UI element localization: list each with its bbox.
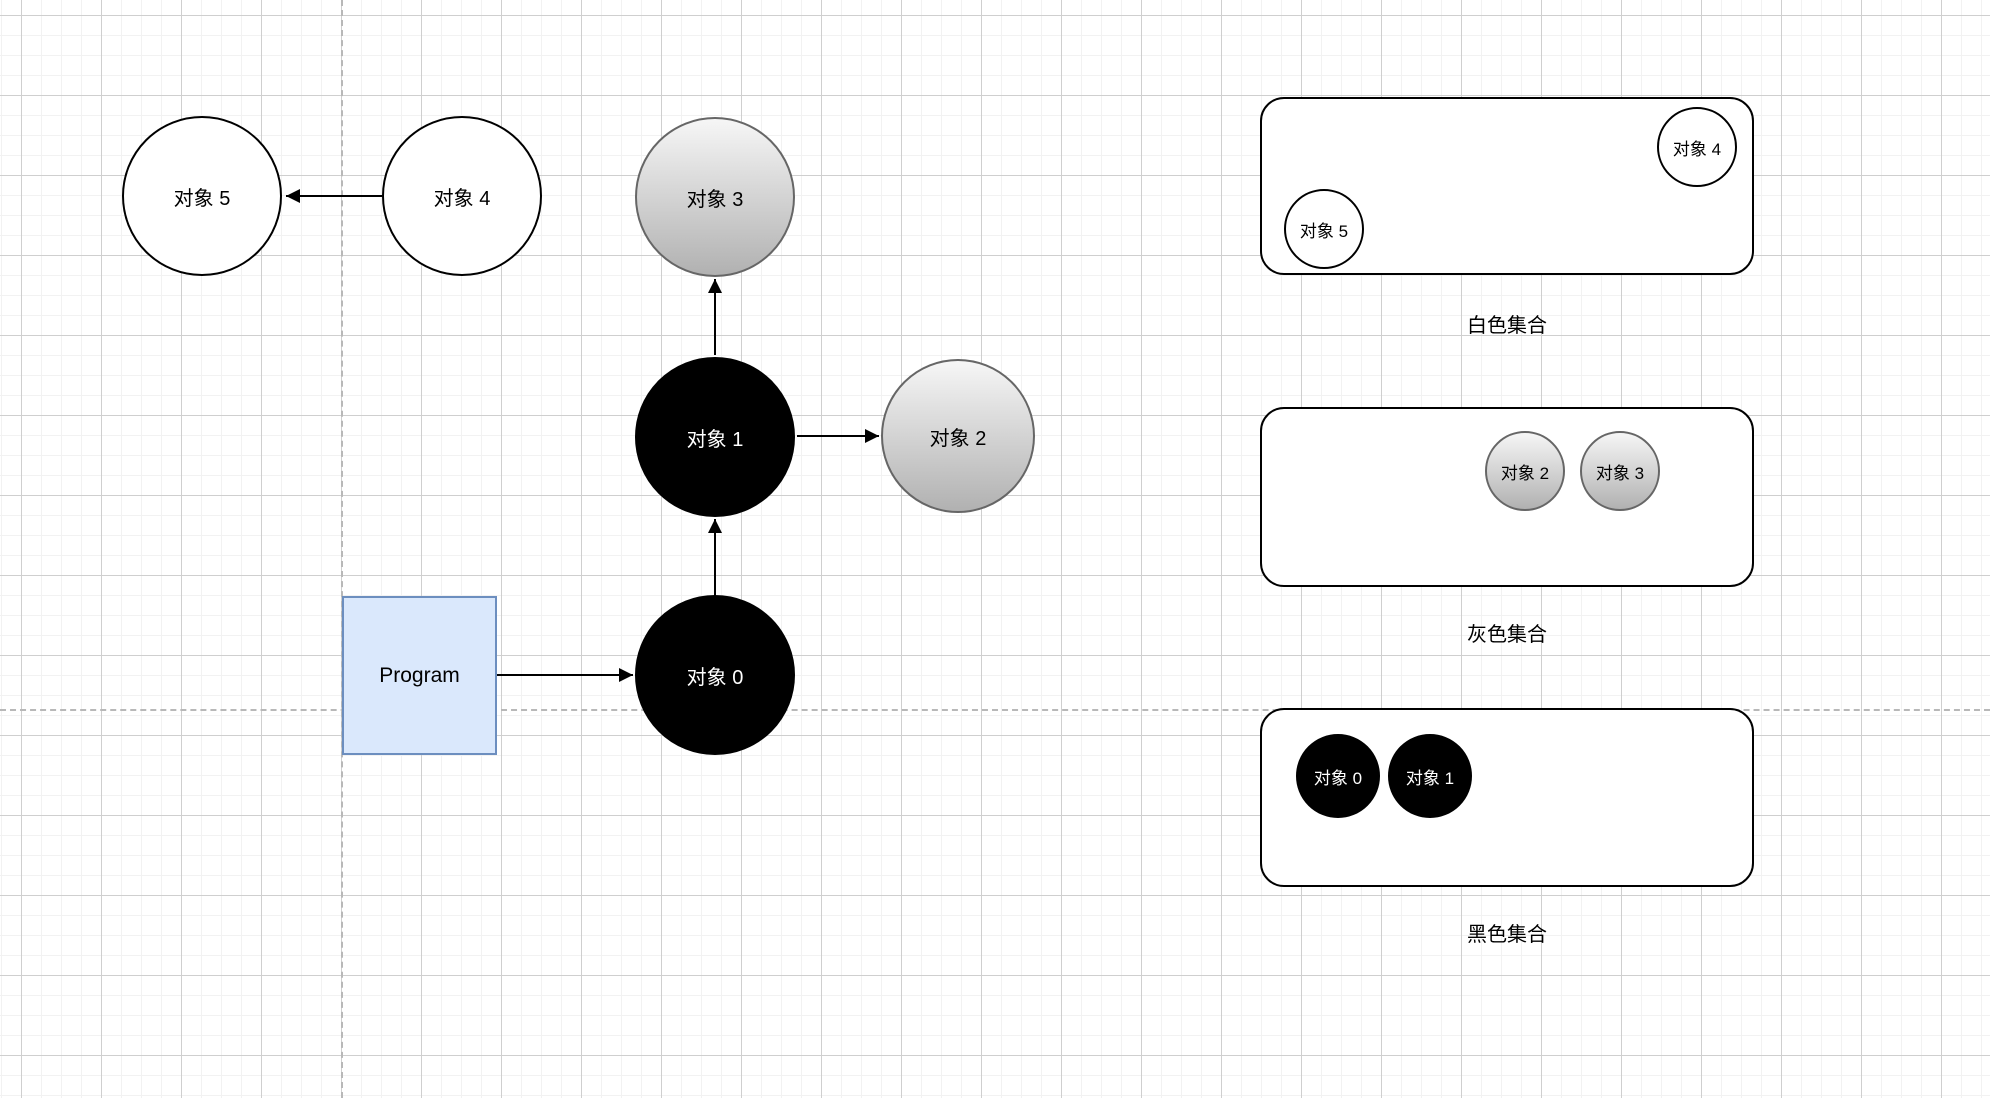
white-set-item-obj4[interactable]: 对象 4 (1657, 107, 1737, 187)
node-obj2-label: 对象 2 (929, 427, 987, 450)
node-obj4-label: 对象 4 (433, 187, 491, 210)
black-set-item-obj1[interactable]: 对象 1 (1388, 734, 1472, 818)
black-set-label[interactable]: 黑色集合 (1467, 924, 1547, 946)
gray-set-item-obj2-label: 对象 2 (1500, 463, 1550, 483)
white-set-item-obj5-label: 对象 5 (1299, 221, 1349, 241)
node-obj5-label: 对象 5 (173, 187, 231, 210)
program-label: Program (379, 663, 460, 687)
node-obj0-label: 对象 0 (686, 666, 744, 689)
horizontal-guide-line (0, 709, 1990, 711)
node-obj4[interactable]: 对象 4 (382, 116, 542, 276)
program-box[interactable]: Program (342, 596, 497, 755)
node-obj5[interactable]: 对象 5 (122, 116, 282, 276)
node-obj3-label: 对象 3 (686, 188, 744, 211)
gray-set-item-obj3[interactable]: 对象 3 (1580, 431, 1660, 511)
black-set-item-obj1-label: 对象 1 (1405, 768, 1455, 788)
node-obj0[interactable]: 对象 0 (635, 595, 795, 755)
node-obj3[interactable]: 对象 3 (635, 117, 795, 277)
white-set-item-obj5[interactable]: 对象 5 (1284, 189, 1364, 269)
gray-set-item-obj2[interactable]: 对象 2 (1485, 431, 1565, 511)
node-obj1[interactable]: 对象 1 (635, 357, 795, 517)
white-set-item-obj4-label: 对象 4 (1672, 139, 1722, 159)
gray-set-label[interactable]: 灰色集合 (1467, 624, 1547, 646)
vertical-guide-line (341, 0, 343, 1098)
black-set-item-obj0[interactable]: 对象 0 (1296, 734, 1380, 818)
gray-set-item-obj3-label: 对象 3 (1595, 463, 1645, 483)
white-set-label[interactable]: 白色集合 (1467, 315, 1547, 337)
node-obj2[interactable]: 对象 2 (881, 359, 1035, 513)
node-obj1-label: 对象 1 (686, 428, 744, 451)
black-set-item-obj0-label: 对象 0 (1313, 768, 1363, 788)
